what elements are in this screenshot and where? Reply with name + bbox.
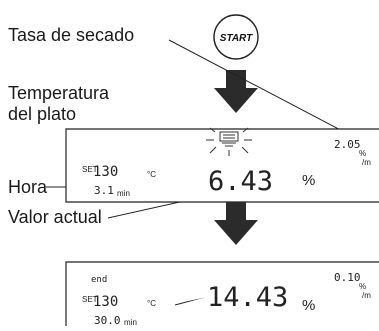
set-temperature-value: 130 xyxy=(93,164,118,180)
down-arrow-icon xyxy=(214,70,258,113)
start-button[interactable]: START xyxy=(213,14,259,60)
elapsed-time-value-2: 30.0 xyxy=(94,314,121,326)
temperature-unit: °C xyxy=(147,170,156,179)
drying-rate-value: 2.05 xyxy=(334,138,361,151)
moisture-value: 6.43 xyxy=(208,166,273,197)
pan-temperature-label: Temperatura xyxy=(8,83,110,103)
time-unit-2: min xyxy=(124,318,137,326)
rate-unit-percent: % xyxy=(359,149,366,158)
pan-temperature-label-line2: del plato xyxy=(8,104,76,124)
moisture-unit: % xyxy=(302,172,315,189)
display-panel-2: end SET 130 °C 30.0 min 14.43 % 0.10 % /… xyxy=(65,261,379,327)
start-button-label: START xyxy=(220,33,253,44)
drying-rate-label: Tasa de secado xyxy=(8,25,134,45)
moisture-value-2: 14.43 xyxy=(207,282,288,313)
time-unit: min xyxy=(117,189,130,198)
temperature-unit-2: °C xyxy=(147,299,156,308)
down-arrow-icon-2 xyxy=(214,202,258,245)
set-marker: SET xyxy=(82,165,98,174)
time-label: Hora xyxy=(8,177,48,197)
set-temperature-value-2: 130 xyxy=(93,294,118,310)
drying-rate-leader xyxy=(168,39,351,136)
elapsed-time-value: 3.1 xyxy=(94,184,114,197)
display-panel-1: SET 130 °C 3.1 min 6.43 % 2.05 % /m xyxy=(65,127,379,203)
end-status-indicator: end xyxy=(91,275,107,285)
moisture-unit-2: % xyxy=(302,297,315,314)
drying-rate-value-2: 0.10 xyxy=(334,271,361,284)
set-marker-2: SET xyxy=(82,295,98,304)
rate-unit-per-min-2: /m xyxy=(362,291,371,300)
heater-blink-icon xyxy=(206,127,252,156)
actual-value-label: Valor actual xyxy=(8,207,102,227)
rate-unit-per-min: /m xyxy=(362,158,371,167)
rate-unit-percent-2: % xyxy=(359,282,366,291)
